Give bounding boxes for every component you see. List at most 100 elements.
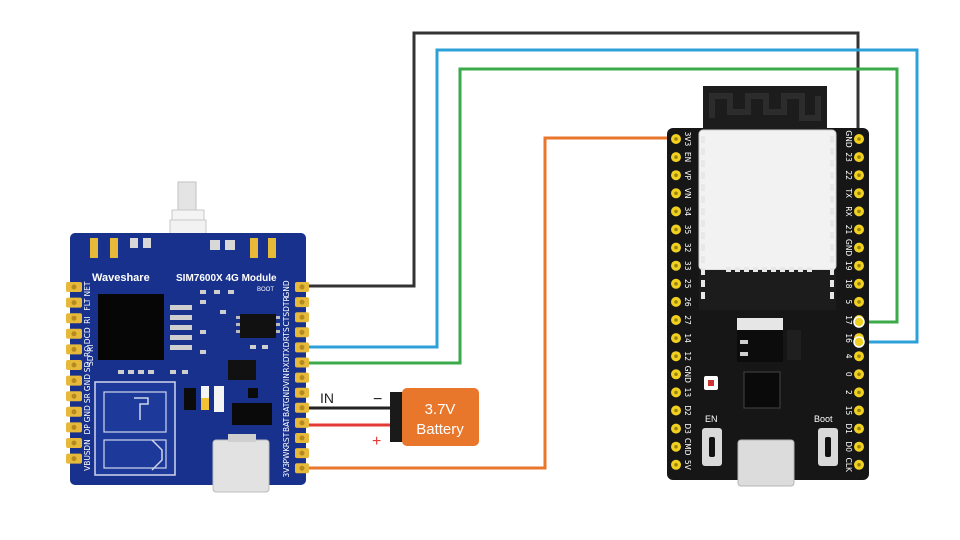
sim-card-slot	[94, 381, 176, 476]
esp32-pin-label: 25	[683, 279, 692, 289]
sim7600x-module: Waveshare SIM7600X 4G Module BOOT	[66, 181, 309, 493]
esp32-pin-label: GND	[844, 239, 853, 256]
castellation	[701, 196, 705, 203]
en-button[interactable]	[702, 428, 722, 466]
castellation	[753, 267, 758, 272]
esp32-pin-label: 18	[844, 279, 853, 289]
battery-minus-label: −	[373, 391, 382, 408]
esp32-pin-hole	[674, 336, 678, 340]
usb-c-port	[212, 439, 270, 493]
esp32-pin-hole	[674, 155, 678, 159]
castellation	[830, 256, 834, 263]
castellation	[830, 172, 834, 179]
esp32-pin-hole	[674, 444, 678, 449]
capacitor-dark	[184, 388, 196, 410]
esp32-pin-hole	[674, 137, 678, 141]
esp32-pin-label: TX	[844, 187, 853, 198]
boot-button[interactable]	[818, 428, 838, 466]
led-white	[201, 386, 209, 398]
sim-left-pin-label: DCD	[83, 327, 92, 344]
battery-terminal	[390, 392, 404, 442]
castellation	[830, 292, 834, 299]
esp32-pin-label: 35	[683, 225, 692, 235]
sim-right-pin-hole	[299, 284, 305, 290]
esp32-pin-label: 16	[844, 333, 853, 343]
wire-tx-to-gpio16	[296, 48, 919, 349]
esp32-pin-label: 5	[844, 300, 853, 305]
esp32-pin-hole	[857, 137, 861, 141]
esp32-pin-hole	[674, 463, 678, 467]
castellation	[744, 267, 749, 272]
esp32-pin-hole	[674, 282, 678, 286]
battery: 3.7V Battery IN − +	[320, 388, 479, 450]
sim-boot-label: BOOT	[257, 287, 274, 293]
pin-highlight-gpio17	[853, 316, 865, 328]
sim-right-pin-hole	[299, 465, 305, 471]
esp32-pin-hole	[857, 444, 861, 449]
sim-main-chip	[98, 294, 164, 360]
sim-left-pin-label: NET	[83, 281, 92, 296]
esp32-pin-hole	[857, 227, 861, 232]
usb-uart-chip	[743, 371, 781, 409]
esp32-pin-label: CMD	[683, 438, 692, 456]
esp32-pin-label: D2	[683, 405, 692, 416]
esp32-board: EN Boot 3V3ENVPVN343532332526271412GND13…	[667, 86, 869, 487]
sim-label-sd: SD	[86, 355, 95, 366]
sim-model-label: SIM7600X 4G Module	[176, 273, 277, 284]
sim-right-pin-label: PWK	[282, 446, 291, 464]
sim-left-pin-hole	[71, 378, 77, 384]
esp32-pin-label: EN	[683, 152, 692, 162]
boot-button-label: Boot	[814, 414, 833, 424]
esp32-pin-label: 19	[844, 261, 853, 271]
micro-usb-port	[737, 439, 795, 487]
sim-right-pin-hole	[299, 299, 305, 305]
esp32-pin-hole	[674, 390, 678, 395]
castellation	[830, 220, 834, 227]
esp32-pin-label: 14	[683, 333, 692, 343]
castellation	[701, 148, 705, 155]
esp32-pin-label: 33	[683, 261, 692, 271]
castellation	[701, 292, 705, 299]
sim-right-pin-label: 3V3	[282, 463, 291, 478]
module-castellations	[701, 136, 834, 299]
sim-right-pin-label: GND	[282, 280, 291, 297]
sim-right-pin-hole	[299, 405, 305, 411]
esp32-pin-label: D3	[683, 423, 692, 434]
sim-left-pin-label: SR	[83, 393, 92, 403]
sim-left-pin-hole	[71, 346, 77, 352]
esp32-pin-hole	[857, 173, 861, 177]
esp32-pin-label: 12	[683, 351, 692, 361]
sim-left-pin-hole	[71, 362, 77, 368]
esp32-pin-hole	[857, 191, 861, 196]
esp32-pin-label: 2	[844, 390, 853, 395]
castellation	[701, 136, 705, 143]
castellation	[830, 160, 834, 167]
sim-right-pin-hole	[299, 435, 305, 441]
sim-left-pin-label: SD	[83, 362, 92, 373]
esp32-pin-label: 0	[844, 372, 853, 377]
sim-right-pin-hole	[299, 375, 305, 381]
castellation	[780, 267, 785, 272]
sim-label-ri: RI	[86, 345, 95, 352]
esp32-pin-hole	[674, 191, 678, 196]
esp32-pin-label: VN	[683, 188, 692, 199]
esp32-pin-hole	[857, 463, 861, 467]
esp32-pin-label: 3V3	[683, 132, 692, 147]
sim-left-pin-hole	[71, 424, 77, 430]
castellation	[830, 244, 834, 251]
castellation	[701, 208, 705, 215]
castellation	[701, 256, 705, 263]
sim-left-pin-label: GND	[83, 374, 92, 391]
wires	[296, 31, 919, 470]
sim-right-pin-label: RST	[282, 432, 291, 447]
pin-highlight-gpio16	[853, 336, 865, 348]
sim-small-chip	[240, 314, 276, 338]
sim-left-pin-hole	[71, 331, 77, 337]
wifi-antenna	[703, 86, 827, 134]
sim-right-pin-hole	[299, 450, 305, 456]
esp32-left-pins: 3V3ENVPVN343532332526271412GND13D2D3CMD5…	[671, 132, 692, 471]
esp32-pin-label: RX	[844, 206, 853, 216]
castellation	[701, 244, 705, 251]
esp32-pin-hole	[857, 155, 861, 159]
